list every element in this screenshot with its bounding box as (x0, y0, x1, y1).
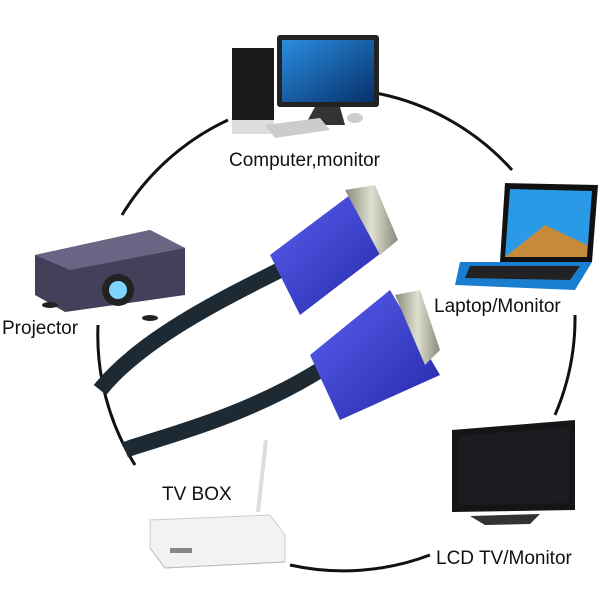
computer-illustration (232, 35, 379, 138)
label-laptop-monitor: Laptop/Monitor (434, 296, 561, 317)
projector-illustration (35, 230, 185, 321)
laptop-illustration (455, 183, 598, 290)
label-tv-box: TV BOX (162, 484, 232, 505)
lcd-tv-illustration (452, 420, 575, 525)
vga-connector-upper (270, 195, 385, 315)
vga-cable (93, 185, 440, 458)
label-lcd-tv-monitor: LCD TV/Monitor (436, 548, 572, 569)
label-computer-monitor: Computer,monitor (229, 150, 381, 171)
label-projector: Projector (2, 318, 79, 339)
tv-box-illustration (149, 439, 286, 569)
